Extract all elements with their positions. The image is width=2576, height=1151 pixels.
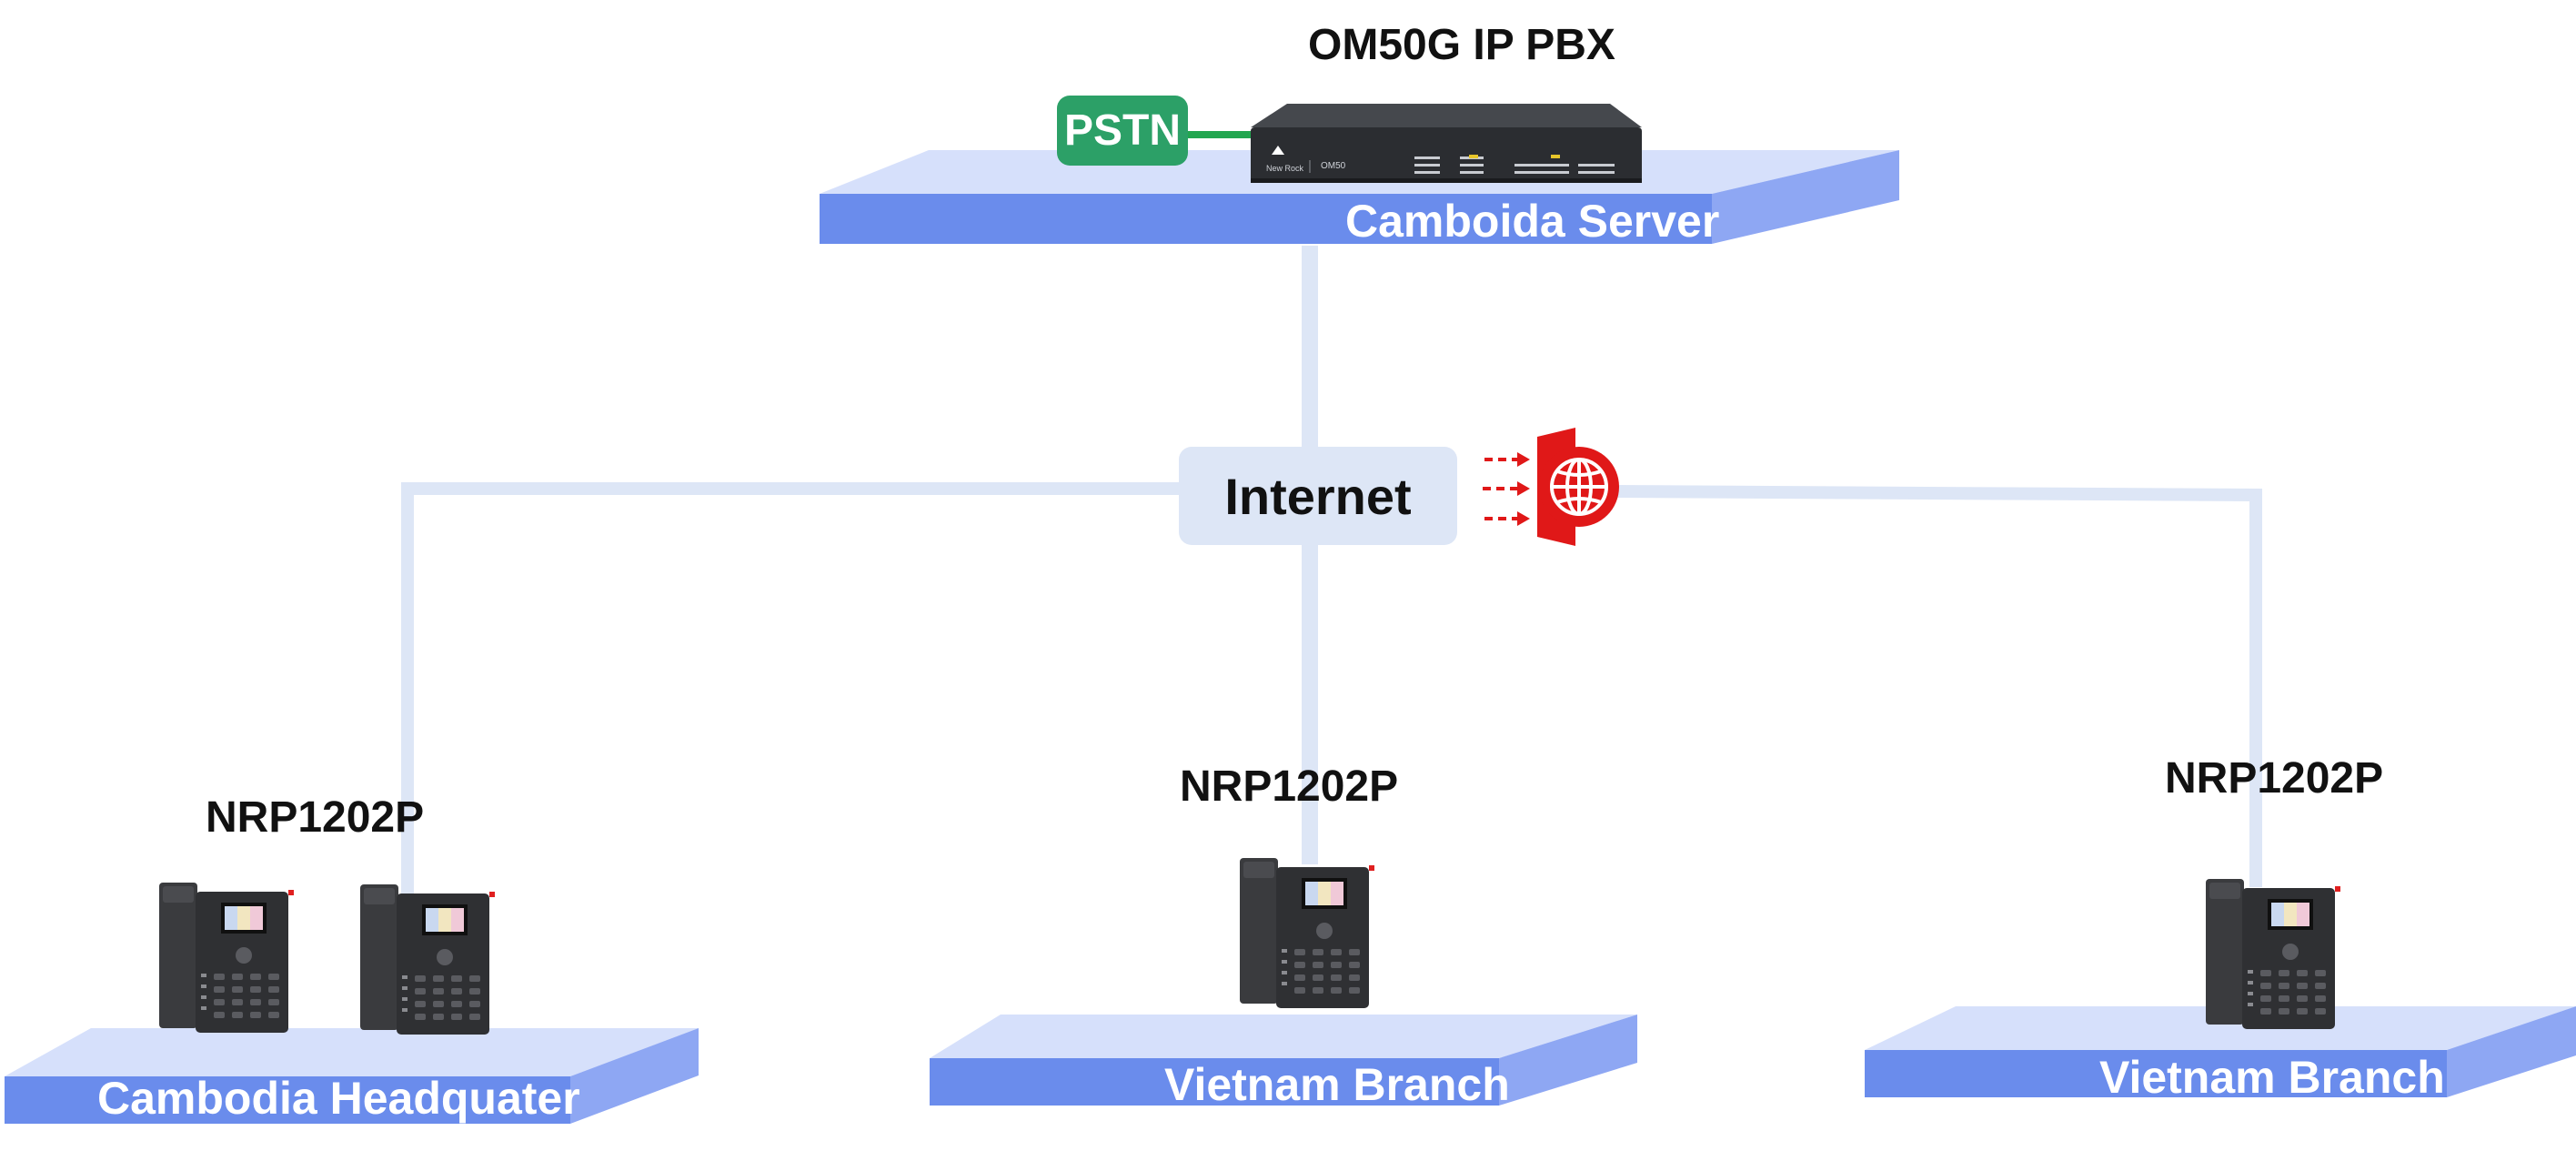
- pbx-title: OM50G IP PBX: [1308, 21, 1615, 69]
- vietnam-branch-platform-2: [1865, 1006, 2576, 1097]
- vietnam-branch-1-platform-label: Vietnam Branch: [1164, 1059, 1510, 1110]
- vietnam-branch-2-device-title: NRP1202P: [2165, 754, 2384, 803]
- vietnam-branch-2-platform-label: Vietnam Branch: [2099, 1052, 2445, 1103]
- server-platform-label: Camboida Server: [1345, 196, 1720, 247]
- headquarter-platform-label: Cambodia Headquater: [97, 1073, 580, 1124]
- pbx-device-icon: New Rock OM50: [1251, 104, 1642, 183]
- connector-firewall-vietnam-branch-2: [1609, 485, 2262, 887]
- pbx-model-text: OM50: [1321, 161, 1346, 171]
- firewall-globe-icon: [1483, 428, 1619, 546]
- pstn-badge: PSTN: [1057, 96, 1188, 166]
- connector-internet-headquarter: [401, 482, 1179, 901]
- headquarter-device-title: NRP1202P: [206, 793, 425, 842]
- connector-lines: [401, 246, 2262, 901]
- vietnam-branch-1-device-title: NRP1202P: [1180, 762, 1399, 811]
- internet-cloud-badge: Internet: [1179, 447, 1457, 545]
- pbx-brand-text: New Rock: [1266, 164, 1304, 173]
- vietnam-branch-platform-1: [930, 1015, 1637, 1106]
- headquarter-platform: [5, 1028, 699, 1124]
